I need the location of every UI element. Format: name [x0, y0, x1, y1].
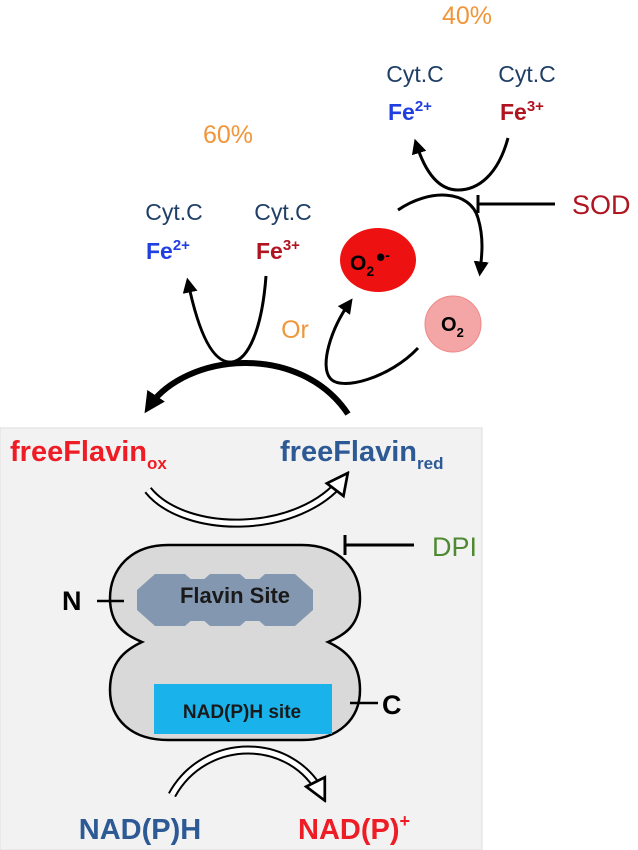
left-cyt-left-name: Cyt.C [145, 199, 203, 225]
oxygen-to-superoxide-arrow [324, 298, 420, 385]
left-cyt-right-fe: Fe3+ [256, 237, 300, 264]
n-terminus-label: N [62, 586, 82, 616]
flavin-site-label: Flavin Site [180, 583, 290, 608]
flavin-site-shape [137, 574, 313, 626]
flavin-reduced-label: freeFlavinred [280, 436, 443, 473]
superoxide-label: O2•- [350, 242, 390, 279]
left-percent-label: 60% [203, 121, 253, 149]
sod-label: SOD [572, 190, 631, 220]
nadph-site-label: NAD(P)H site [183, 702, 301, 723]
nadph-oxidation-arrow-fill [169, 747, 322, 795]
oxygen-label: O2 [441, 314, 464, 340]
flavin-reduction-arrow-fill [146, 478, 344, 526]
c-terminus-label: C [382, 690, 402, 720]
oxygen-circle [424, 295, 482, 353]
top-cyt-left-fe: Fe2+ [388, 98, 432, 125]
nadph-label: NAD(P)H [79, 814, 201, 846]
left-cyt-left-fe: Fe2+ [146, 237, 190, 264]
dpi-label: DPI [432, 532, 477, 562]
left-cyt-reduction-arrow [182, 275, 268, 364]
top-cyt-right-fe: Fe3+ [500, 98, 544, 125]
left-cyt-right-name: Cyt.C [254, 199, 312, 225]
superoxide-to-oxygen-arrow [397, 193, 489, 277]
top-percent-label: 40% [442, 2, 492, 30]
flavin-oxidized-label: freeFlavinox [10, 436, 167, 473]
or-label: Or [281, 316, 309, 344]
nadp-label: NAD(P)+ [298, 811, 410, 846]
top-cyt-left-name: Cyt.C [386, 61, 444, 87]
superoxide-circle [340, 228, 416, 292]
flavin-reoxidation-arc [144, 360, 351, 416]
nadph-site-box [154, 684, 332, 734]
top-cyt-reduction-arrow [411, 137, 510, 192]
top-cyt-right-name: Cyt.C [498, 61, 556, 87]
